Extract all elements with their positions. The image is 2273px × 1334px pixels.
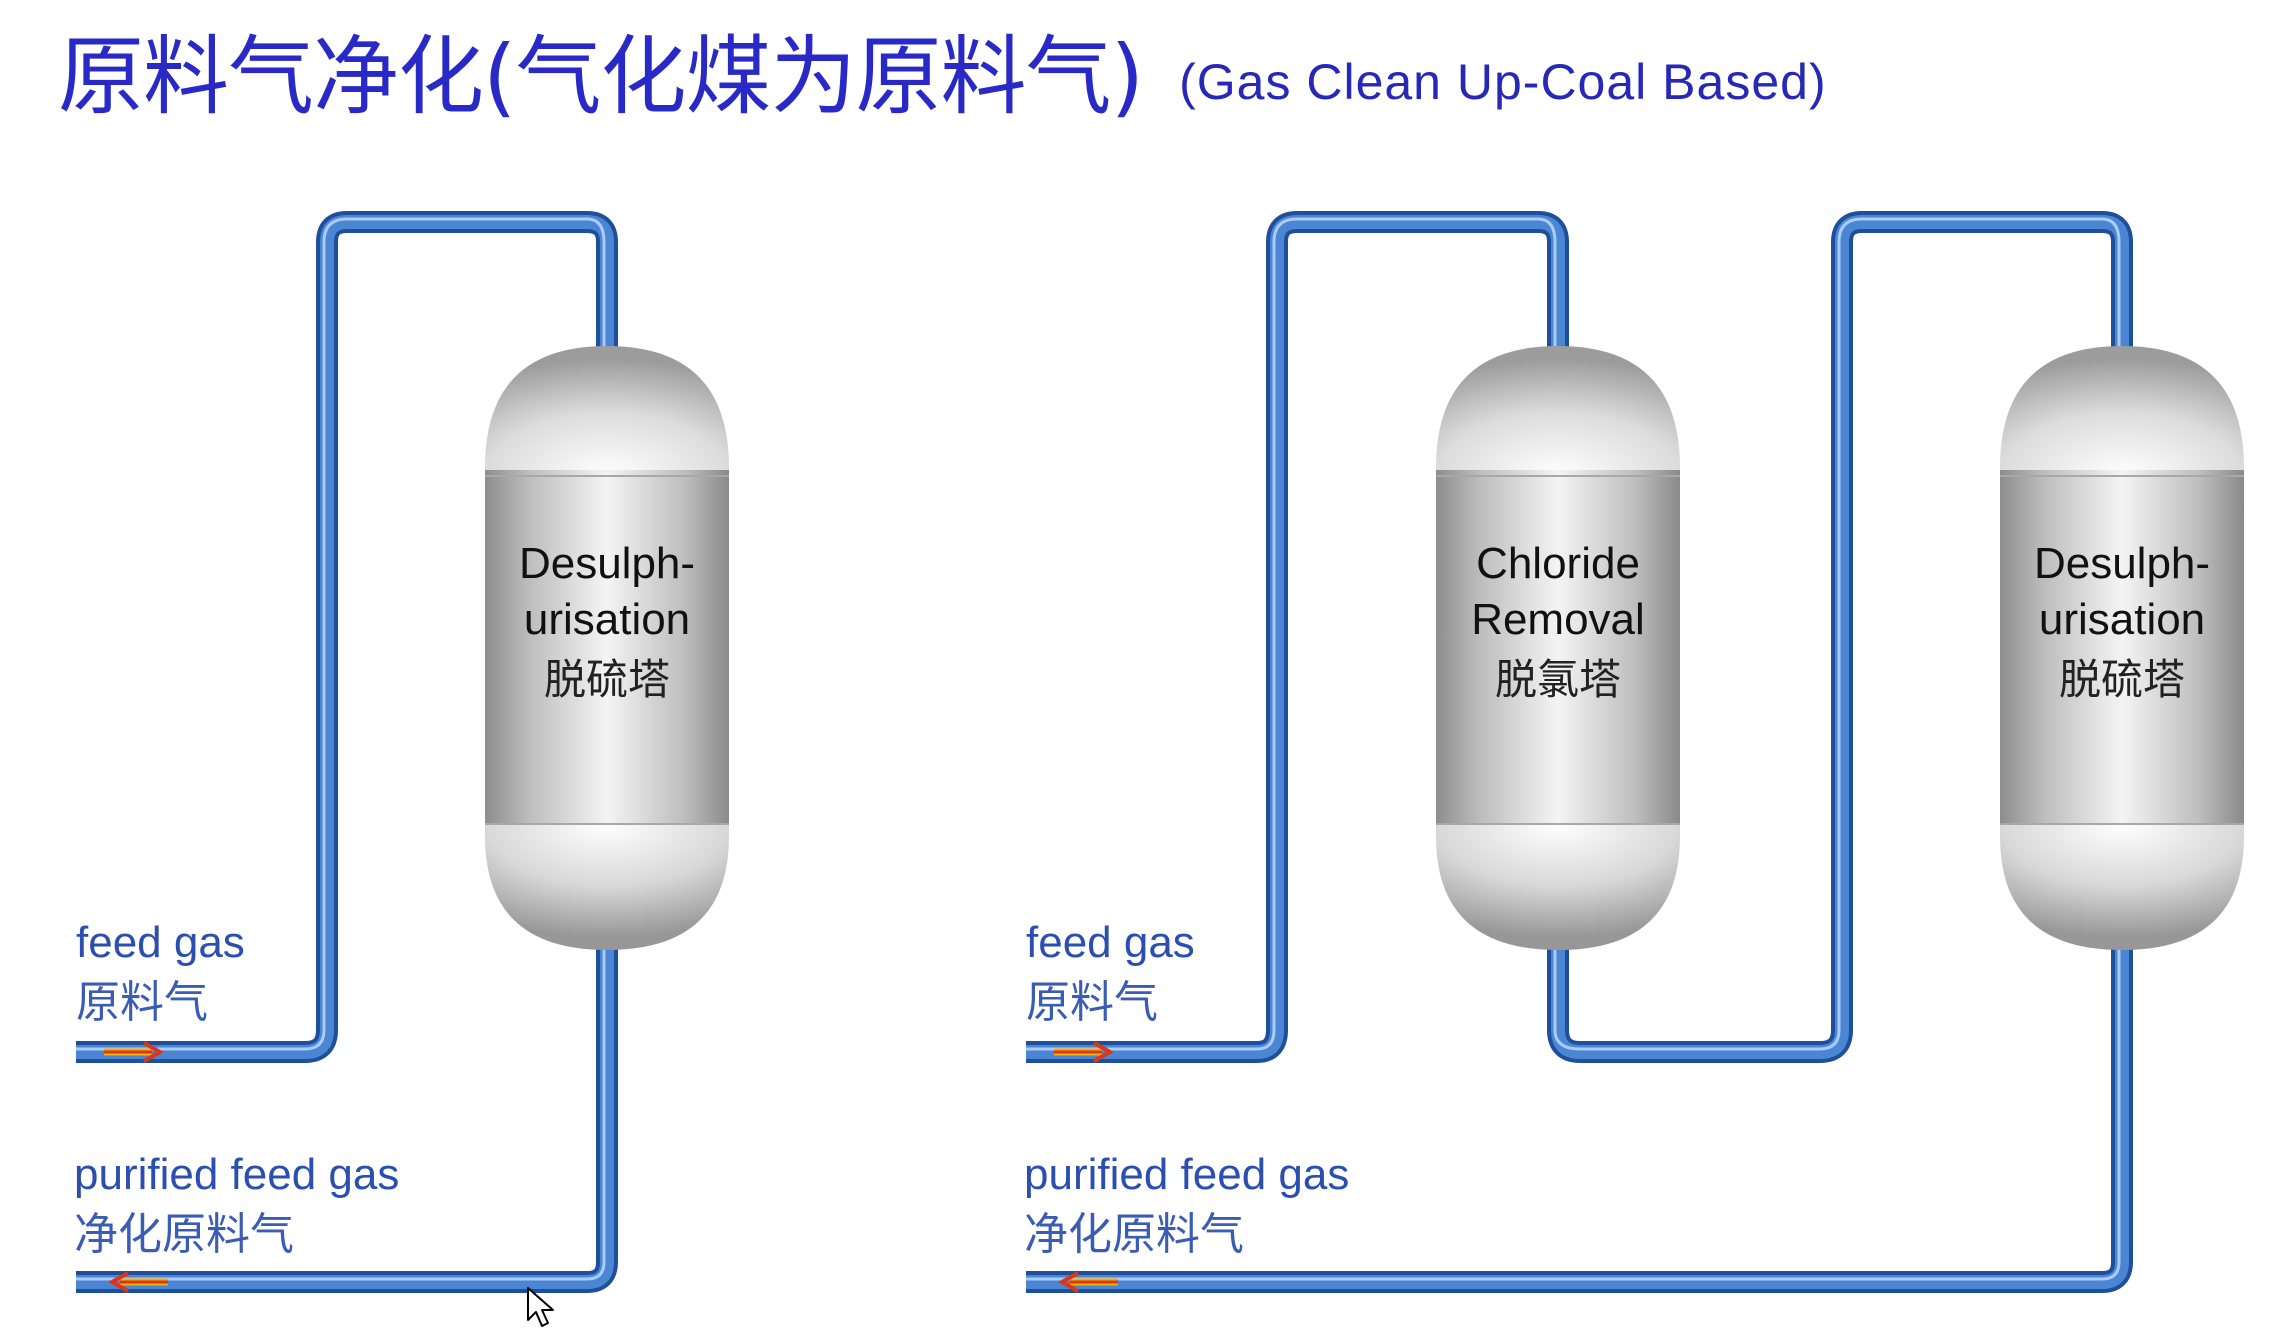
vessel-label-en-line1: Desulph-	[2033, 539, 2211, 588]
feed-gas-label-en: feed gas	[76, 918, 245, 967]
left-feed-pipe	[76, 211, 618, 1063]
purified-gas-label-en: purified feed gas	[74, 1150, 400, 1199]
right-product-pipe	[1026, 940, 2133, 1293]
vessel-label-en-line1: Desulph-	[518, 539, 696, 588]
right-feed-pipe	[1026, 211, 1569, 1063]
mouse-pointer-icon	[527, 1287, 554, 1327]
right-feed-gas-label: feed gas 原料气	[1026, 914, 1195, 1034]
left-product-pipe	[76, 940, 618, 1293]
vessel-label-en-line1: Chloride	[1476, 539, 1640, 588]
vessel-label-en-line2: urisation	[523, 595, 691, 644]
page-subtitle: (Gas Clean Up-Coal Based)	[1179, 54, 1827, 110]
right-pipe-network	[1026, 211, 2133, 1293]
chloride-vessel-label: Chloride Removal 脱氯塔	[1428, 536, 1688, 712]
page-title: 原料气净化(气化煤为原料气)	[58, 27, 1144, 127]
right-desulph-vessel-label: Desulph- urisation 脱硫塔	[1992, 536, 2252, 712]
purified-gas-label-zh: 净化原料气	[74, 1209, 294, 1260]
purified-gas-label-zh: 净化原料气	[1024, 1209, 1244, 1260]
left-pipe-network	[76, 211, 618, 1293]
vessel-label-en-line2: Removal	[1471, 595, 1645, 644]
left-purified-gas-label: purified feed gas 净化原料气	[74, 1146, 399, 1266]
vessel-label-zh: 脱氯塔	[1494, 655, 1621, 704]
left-vessel-label: Desulph- urisation 脱硫塔	[477, 536, 737, 712]
vessel-label-en-line2: urisation	[2038, 595, 2206, 644]
vessel-label-zh: 脱硫塔	[2058, 655, 2185, 704]
feed-gas-label-zh: 原料气	[1026, 977, 1158, 1028]
purified-gas-label-en: purified feed gas	[1024, 1150, 1350, 1199]
left-feed-gas-label: feed gas 原料气	[76, 914, 245, 1034]
feed-gas-label-zh: 原料气	[76, 977, 208, 1028]
right-purified-gas-label: purified feed gas 净化原料气	[1024, 1146, 1349, 1266]
feed-gas-label-en: feed gas	[1026, 918, 1195, 967]
title-row: 原料气净化(气化煤为原料气) (Gas Clean Up-Coal Based)	[58, 12, 1827, 132]
right-interconnect-pipe	[1547, 211, 2133, 1063]
vessel-label-zh: 脱硫塔	[543, 655, 670, 704]
